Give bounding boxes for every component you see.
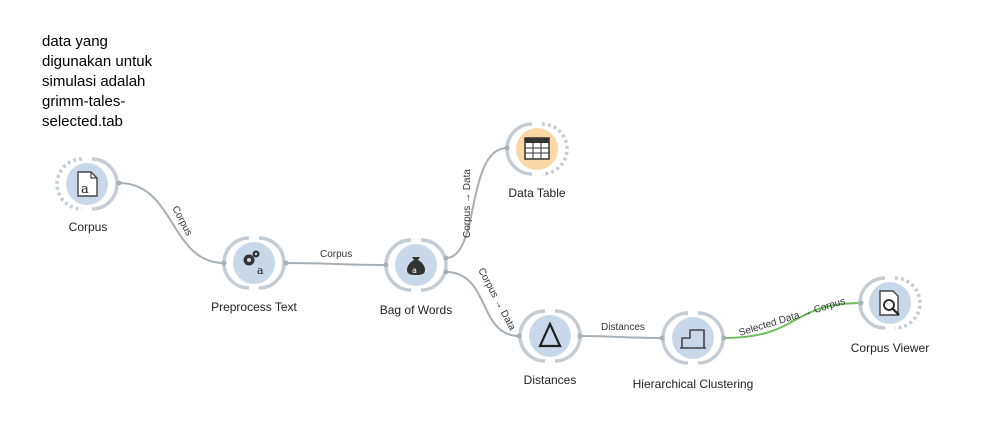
node-corpus-viewer[interactable]: Corpus Viewer [851, 276, 929, 355]
node-label: Bag of Words [380, 303, 452, 317]
link-hierarchical-corpusviewer[interactable]: Selected Data → Corpus [723, 296, 862, 339]
link-bagofwords-distances[interactable]: Corpus → Data [445, 266, 520, 337]
node-label: Hierarchical Clustering [633, 377, 754, 391]
workflow-annotation[interactable]: data yang digunakan untuk simulasi adala… [42, 33, 153, 130]
link-label: Corpus → Data [462, 169, 473, 238]
table-icon [524, 137, 550, 160]
link-label: Selected Data → Corpus [738, 296, 847, 339]
bag-of-words-icon: a [407, 257, 425, 275]
preprocess-gears-icon: a [243, 250, 264, 277]
dendrogram-icon [680, 329, 706, 349]
document-search-icon [879, 290, 900, 316]
svg-text:a: a [412, 266, 417, 275]
node-distances[interactable]: Distances [516, 309, 583, 387]
node-preprocess-text[interactable]: a Preprocess Text [211, 236, 298, 314]
link-distances-hierarchical[interactable]: Distances [579, 322, 663, 339]
node-label: Distances [524, 373, 577, 387]
link-label: Corpus [169, 204, 194, 238]
node-label: Corpus Viewer [851, 341, 929, 355]
delta-icon [538, 321, 562, 348]
link-preprocess-bagofwords[interactable]: Corpus [285, 249, 387, 266]
node-label: Corpus [69, 220, 108, 234]
node-label: Data Table [508, 186, 565, 200]
link-label: Distances [601, 322, 645, 333]
node-corpus[interactable]: a Corpus [55, 157, 122, 234]
node-hierarchical-clustering[interactable]: Hierarchical Clustering [633, 311, 754, 391]
svg-text:a: a [257, 264, 264, 277]
link-label: Corpus [320, 249, 352, 260]
link-bagofwords-datatable[interactable]: Corpus → Data [445, 147, 508, 259]
link-corpus-preprocess[interactable]: Corpus [118, 182, 225, 264]
svg-text:a: a [81, 182, 89, 197]
node-label: Preprocess Text [211, 300, 297, 314]
node-data-table[interactable]: Data Table [504, 122, 569, 200]
node-bag-of-words[interactable]: a Bag of Words [380, 238, 452, 317]
corpus-icon: a [77, 171, 98, 197]
